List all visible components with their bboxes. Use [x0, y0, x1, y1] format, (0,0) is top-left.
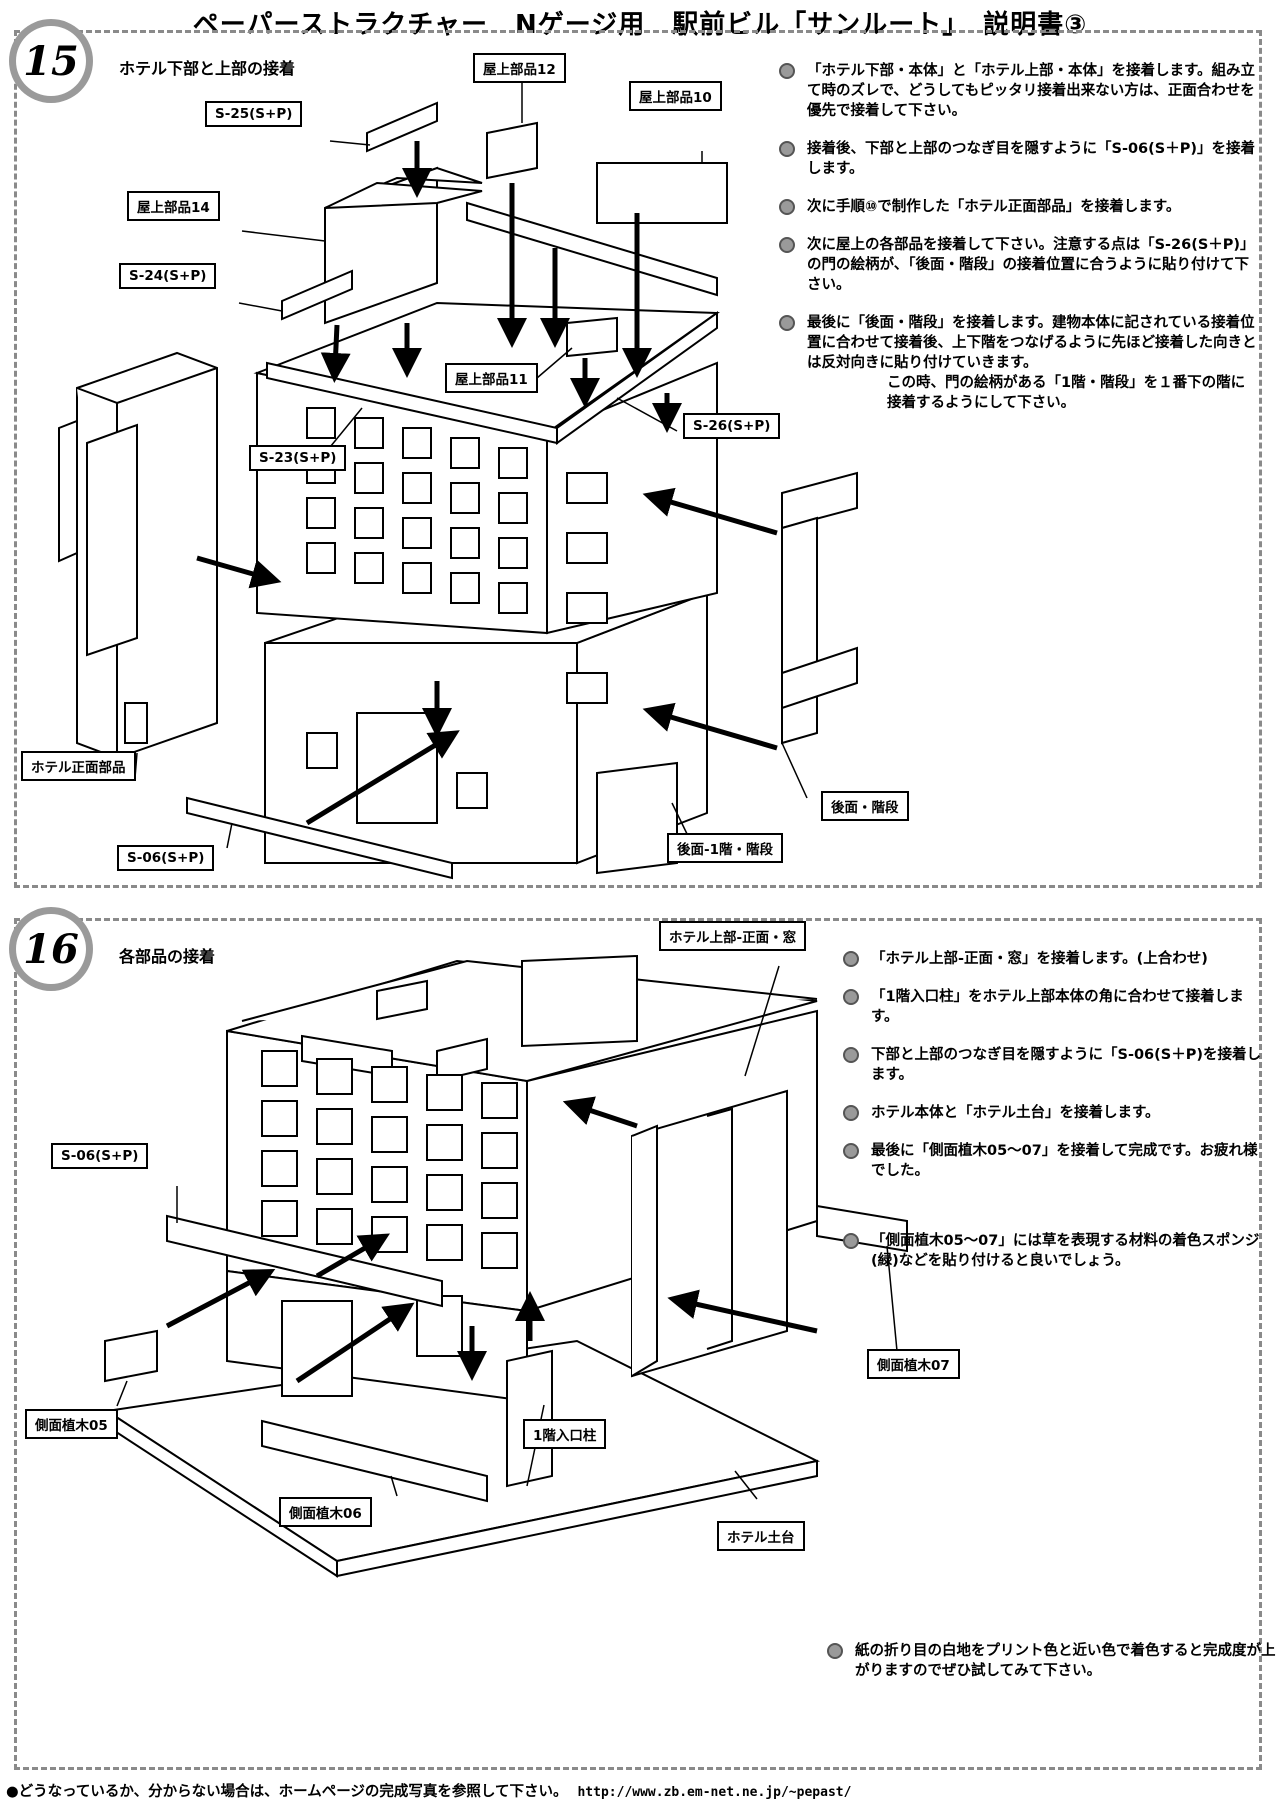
instruction-item: 最後に「後面・階段」を接着します。建物本体に記されている接着位置に合わせて接着後… [779, 313, 1259, 413]
label-1f-entrance-pillar: 1階入口柱 [523, 1419, 607, 1449]
bullet-icon [843, 1047, 859, 1063]
bullet-icon [843, 951, 859, 967]
bullet-icon [779, 141, 795, 157]
step-15-heading: ホテル下部と上部の接着 [119, 59, 296, 78]
instruction-item: 次に手順⑩で制作した「ホテル正面部品」を接着します。 [779, 197, 1259, 217]
label-s25: S-25(S+P) [205, 101, 303, 127]
step-16-section: 16 各部品の接着 [9, 907, 1276, 1770]
instruction-item: 接着後、下部と上部のつなぎ目を隠すように「S-06(S＋P)」を接着します。 [779, 139, 1259, 179]
label-rear-stairs: 後面・階段 [821, 791, 909, 821]
footer-url[interactable]: http://www.zb.em-net.ne.jp/~pepast/ [577, 1785, 852, 1800]
step-16-heading: 各部品の接着 [119, 947, 216, 966]
label-roof-part-11: 屋上部品11 [445, 363, 538, 393]
instruction-note: この時、門の絵柄がある「1階・階段」を１番下の階に接着するようにして下さい。 [887, 375, 1246, 411]
final-tip: 紙の折り目の白地をプリント色と近い色で着色すると完成度が上がりますのでぜひ試して… [827, 1641, 1280, 1681]
step-16-instructions: 「ホテル上部-正面・窓」を接着します。(上合わせ) 「1階入口柱」をホテル上部本… [843, 949, 1263, 1289]
step-16-number: 16 [16, 914, 86, 984]
label-side-plant-06: 側面植木06 [279, 1497, 372, 1527]
instruction-item: 「ホテル上部-正面・窓」を接着します。(上合わせ) [843, 949, 1263, 969]
instruction-item: 次に屋上の各部品を接着して下さい。注意する点は「S-26(S＋P)」の門の絵柄が… [779, 235, 1259, 295]
bullet-icon [843, 1105, 859, 1121]
bullet-icon [827, 1643, 843, 1659]
label-roof-part-10: 屋上部品10 [629, 81, 722, 111]
label-s06: S-06(S+P) [51, 1143, 149, 1169]
page-title: ペーパーストラクチャー Nゲージ用 駅前ビル「サンルート」 説明書③ [192, 10, 1088, 40]
step-15-number: 15 [16, 26, 86, 96]
label-side-plant-05: 側面植木05 [25, 1409, 118, 1439]
label-s06: S-06(S+P) [117, 845, 215, 871]
label-s26: S-26(S+P) [683, 413, 781, 439]
label-rear-1f-stairs: 後面-1階・階段 [667, 833, 783, 863]
step-15-instructions: 「ホテル下部・本体」と「ホテル上部・本体」を接着します。組み立て時のズレで、どう… [779, 61, 1259, 431]
label-roof-part-14: 屋上部品14 [127, 191, 220, 221]
bullet-icon [843, 1143, 859, 1159]
instruction-item: 下部と上部のつなぎ目を隠すように「S-06(S＋P)を接着します。 [843, 1045, 1263, 1085]
instruction-item: 「1階入口柱」をホテル上部本体の角に合わせて接着します。 [843, 987, 1263, 1027]
instruction-item: 最後に「側面植木05～07」を接着して完成です。お疲れ様でした。 [843, 1141, 1263, 1181]
instruction-item: 「側面植木05～07」には草を表現する材料の着色スポンジ(緑)などを貼り付けると… [843, 1231, 1263, 1271]
bullet-icon [779, 315, 795, 331]
step-15-section: 15 ホテル下部と上部の接着 [9, 19, 1262, 888]
step-15-number-badge: 15 [9, 19, 93, 103]
step-15-illustration [58, 75, 858, 880]
label-side-plant-07: 側面植木07 [867, 1349, 960, 1379]
label-roof-part-12: 屋上部品12 [473, 53, 566, 83]
footer-text: ●どうなっているか、分からない場合は、ホームページの完成写真を参照して下さい。 [6, 1784, 568, 1800]
label-hotel-base: ホテル土台 [717, 1521, 805, 1551]
label-s23: S-23(S+P) [249, 445, 347, 471]
bullet-icon [779, 199, 795, 215]
footer: ●どうなっているか、分からない場合は、ホームページの完成写真を参照して下さい。 h… [6, 1780, 851, 1801]
bullet-icon [843, 989, 859, 1005]
step-16-illustration [104, 954, 908, 1578]
bullet-icon [779, 63, 795, 79]
label-hotel-upper-front-window: ホテル上部-正面・窓 [659, 921, 807, 951]
bullet-icon [843, 1233, 859, 1249]
label-s24: S-24(S+P) [119, 263, 217, 289]
bullet-icon [779, 237, 795, 253]
instruction-item: ホテル本体と「ホテル土台」を接着します。 [843, 1103, 1263, 1123]
label-hotel-front-part: ホテル正面部品 [21, 751, 136, 781]
step-16-number-badge: 16 [9, 907, 93, 991]
instruction-item: 「ホテル下部・本体」と「ホテル上部・本体」を接着します。組み立て時のズレで、どう… [779, 61, 1259, 121]
